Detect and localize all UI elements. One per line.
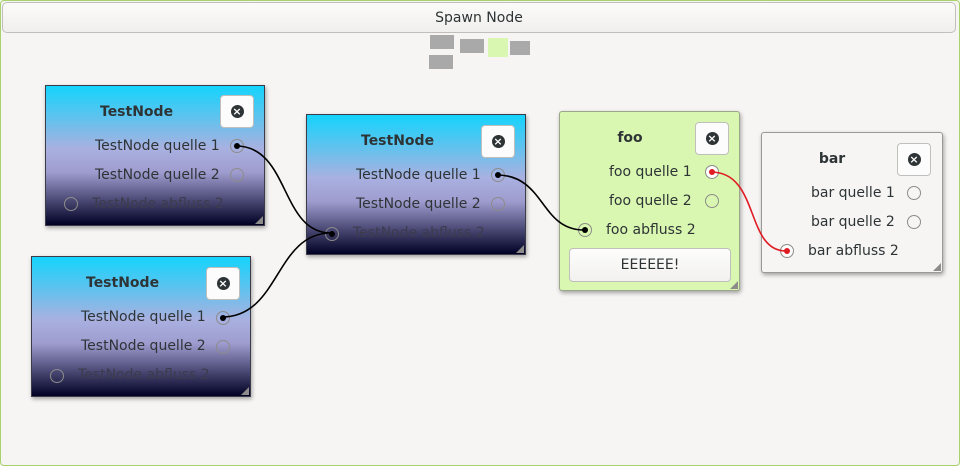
output-port-radio[interactable] xyxy=(216,311,230,325)
input-port-label: foo abfluss 2 xyxy=(606,222,696,238)
node-title: TestNode xyxy=(361,133,435,149)
foo-node[interactable]: foo × foo quelle 1 foo quelle 2 foo abfl… xyxy=(559,111,740,291)
output-port-label: TestNode quelle 1 xyxy=(81,309,206,325)
node-title: foo xyxy=(617,130,643,146)
testnode-3[interactable]: TestNode × TestNode quelle 1 TestNode qu… xyxy=(306,114,526,255)
output-port-label: TestNode quelle 2 xyxy=(81,338,206,354)
resize-grip-icon[interactable] xyxy=(730,281,738,289)
resize-grip-icon[interactable] xyxy=(516,245,524,253)
close-icon: × xyxy=(491,135,505,148)
output-port-radio[interactable] xyxy=(907,186,921,200)
spawn-node-button[interactable]: Spawn Node xyxy=(2,2,956,33)
resize-grip-icon[interactable] xyxy=(241,387,249,395)
output-port-label: bar quelle 2 xyxy=(811,214,895,230)
output-port-label: TestNode quelle 2 xyxy=(356,196,481,212)
output-port-radio[interactable] xyxy=(230,139,244,153)
input-port-label: bar abfluss 2 xyxy=(808,243,899,259)
eeeeee-button[interactable]: EEEEEE! xyxy=(569,248,731,282)
input-port-label: TestNode abfluss 2 xyxy=(92,196,224,212)
close-node-button[interactable]: × xyxy=(481,125,515,158)
output-port-radio[interactable] xyxy=(230,168,244,182)
minimap-node[interactable] xyxy=(430,35,454,49)
node-title: TestNode xyxy=(100,104,174,120)
minimap-node[interactable] xyxy=(429,55,453,69)
close-node-button[interactable]: × xyxy=(897,143,931,176)
input-port-radio[interactable] xyxy=(64,197,78,211)
input-port-radio[interactable] xyxy=(325,227,339,241)
input-port-radio[interactable] xyxy=(578,223,592,237)
input-port-radio[interactable] xyxy=(780,244,794,258)
close-node-button[interactable]: × xyxy=(695,122,729,155)
minimap-node[interactable] xyxy=(510,41,530,55)
node-title: TestNode xyxy=(86,275,160,291)
close-icon: × xyxy=(907,153,921,166)
input-port-label: TestNode abfluss 2 xyxy=(353,225,485,241)
output-port-radio[interactable] xyxy=(216,340,230,354)
minimap-node[interactable] xyxy=(488,38,508,57)
close-node-button[interactable]: × xyxy=(206,267,240,300)
input-port-radio[interactable] xyxy=(50,369,64,383)
testnode-2[interactable]: TestNode × TestNode quelle 1 TestNode qu… xyxy=(31,256,251,397)
close-icon: × xyxy=(216,277,230,290)
output-port-radio[interactable] xyxy=(705,194,719,208)
output-port-radio[interactable] xyxy=(491,168,505,182)
output-port-radio[interactable] xyxy=(907,215,921,229)
minimap-node[interactable] xyxy=(460,39,484,53)
resize-grip-icon[interactable] xyxy=(255,216,263,224)
testnode-1[interactable]: TestNode × TestNode quelle 1 TestNode qu… xyxy=(45,85,265,226)
output-port-label: bar quelle 1 xyxy=(811,185,895,201)
input-port-label: TestNode abfluss 2 xyxy=(78,367,210,383)
output-port-radio[interactable] xyxy=(705,165,719,179)
close-icon: × xyxy=(705,132,719,145)
output-port-label: foo quelle 1 xyxy=(609,164,692,180)
resize-grip-icon[interactable] xyxy=(933,263,941,271)
output-port-label: foo quelle 2 xyxy=(609,193,692,209)
output-port-radio[interactable] xyxy=(491,197,505,211)
output-port-label: TestNode quelle 1 xyxy=(95,138,220,154)
bar-node[interactable]: bar × bar quelle 1 bar quelle 2 bar abfl… xyxy=(761,132,943,273)
node-title: bar xyxy=(818,151,846,167)
output-port-label: TestNode quelle 2 xyxy=(95,167,220,183)
output-port-label: TestNode quelle 1 xyxy=(356,167,481,183)
close-node-button[interactable]: × xyxy=(220,95,254,128)
close-icon: × xyxy=(230,105,244,118)
